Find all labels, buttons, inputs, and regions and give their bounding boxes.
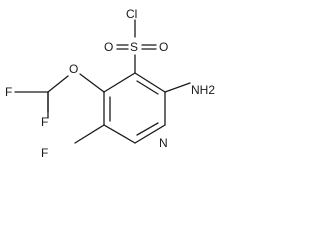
bond-c2-nh2 xyxy=(164,82,191,93)
bond-c5-methyl xyxy=(74,124,105,144)
bond-c3-c2-inner xyxy=(136,80,159,95)
atom-fluorine-left-label: F xyxy=(5,85,12,99)
bond-n-c6 xyxy=(134,124,166,144)
bond-c4-o-ether xyxy=(79,73,105,93)
chemical-structure: Cl S O O NH2 O F F F N xyxy=(5,7,215,160)
atom-ether-oxygen-label: O xyxy=(69,62,78,76)
atom-sulfur-label: S xyxy=(130,40,138,54)
atom-fluorine-top-label: F xyxy=(41,115,48,129)
bond-n-c6-inner xyxy=(136,122,159,136)
atom-chlorine-label: Cl xyxy=(126,7,137,21)
bond-o-cf3 xyxy=(47,75,69,93)
atom-fluorine-bottom-label: F xyxy=(41,146,48,160)
atom-oxygen-left-label: O xyxy=(104,40,113,54)
atom-amino-label: NH2 xyxy=(191,83,215,97)
bond-c6-c5 xyxy=(103,124,136,144)
atom-ring-nitrogen-label: N xyxy=(159,136,168,150)
bond-c3-c2 xyxy=(134,72,166,93)
atom-oxygen-right-label: O xyxy=(159,40,168,54)
bond-c4-c3 xyxy=(103,72,136,93)
